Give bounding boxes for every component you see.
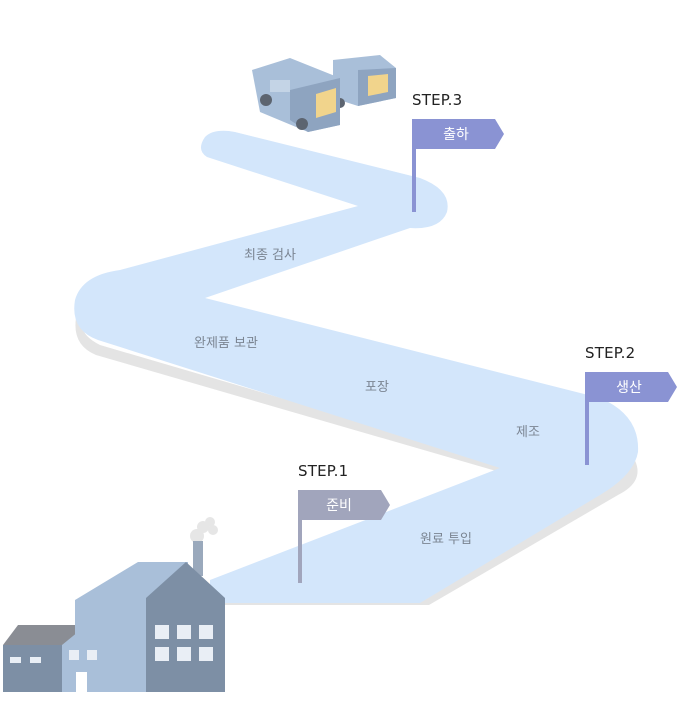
road-label-packaging: 포장 bbox=[365, 380, 389, 395]
step2-label: STEP.2 bbox=[585, 344, 636, 362]
factory-icon bbox=[3, 517, 225, 692]
step3-label: STEP.3 bbox=[412, 91, 463, 109]
step1-label: STEP.1 bbox=[298, 462, 349, 480]
road-label-inspection: 최종 검사 bbox=[244, 248, 296, 263]
road-label-storage: 완제품 보관 bbox=[194, 336, 258, 351]
step2-flag-text: 생산 bbox=[616, 380, 642, 396]
smoke-icon bbox=[190, 517, 218, 543]
flag-step3 bbox=[412, 119, 504, 212]
flag-step1 bbox=[298, 490, 390, 583]
road bbox=[74, 130, 639, 603]
step1-flag-text: 준비 bbox=[326, 498, 352, 514]
delivery-truck-icon bbox=[252, 55, 396, 132]
flag-step2 bbox=[585, 372, 677, 465]
road-label-manufacture: 제조 bbox=[516, 425, 540, 440]
road-label-raw-input: 원료 투입 bbox=[420, 532, 472, 547]
step3-flag-text: 출하 bbox=[443, 127, 469, 143]
